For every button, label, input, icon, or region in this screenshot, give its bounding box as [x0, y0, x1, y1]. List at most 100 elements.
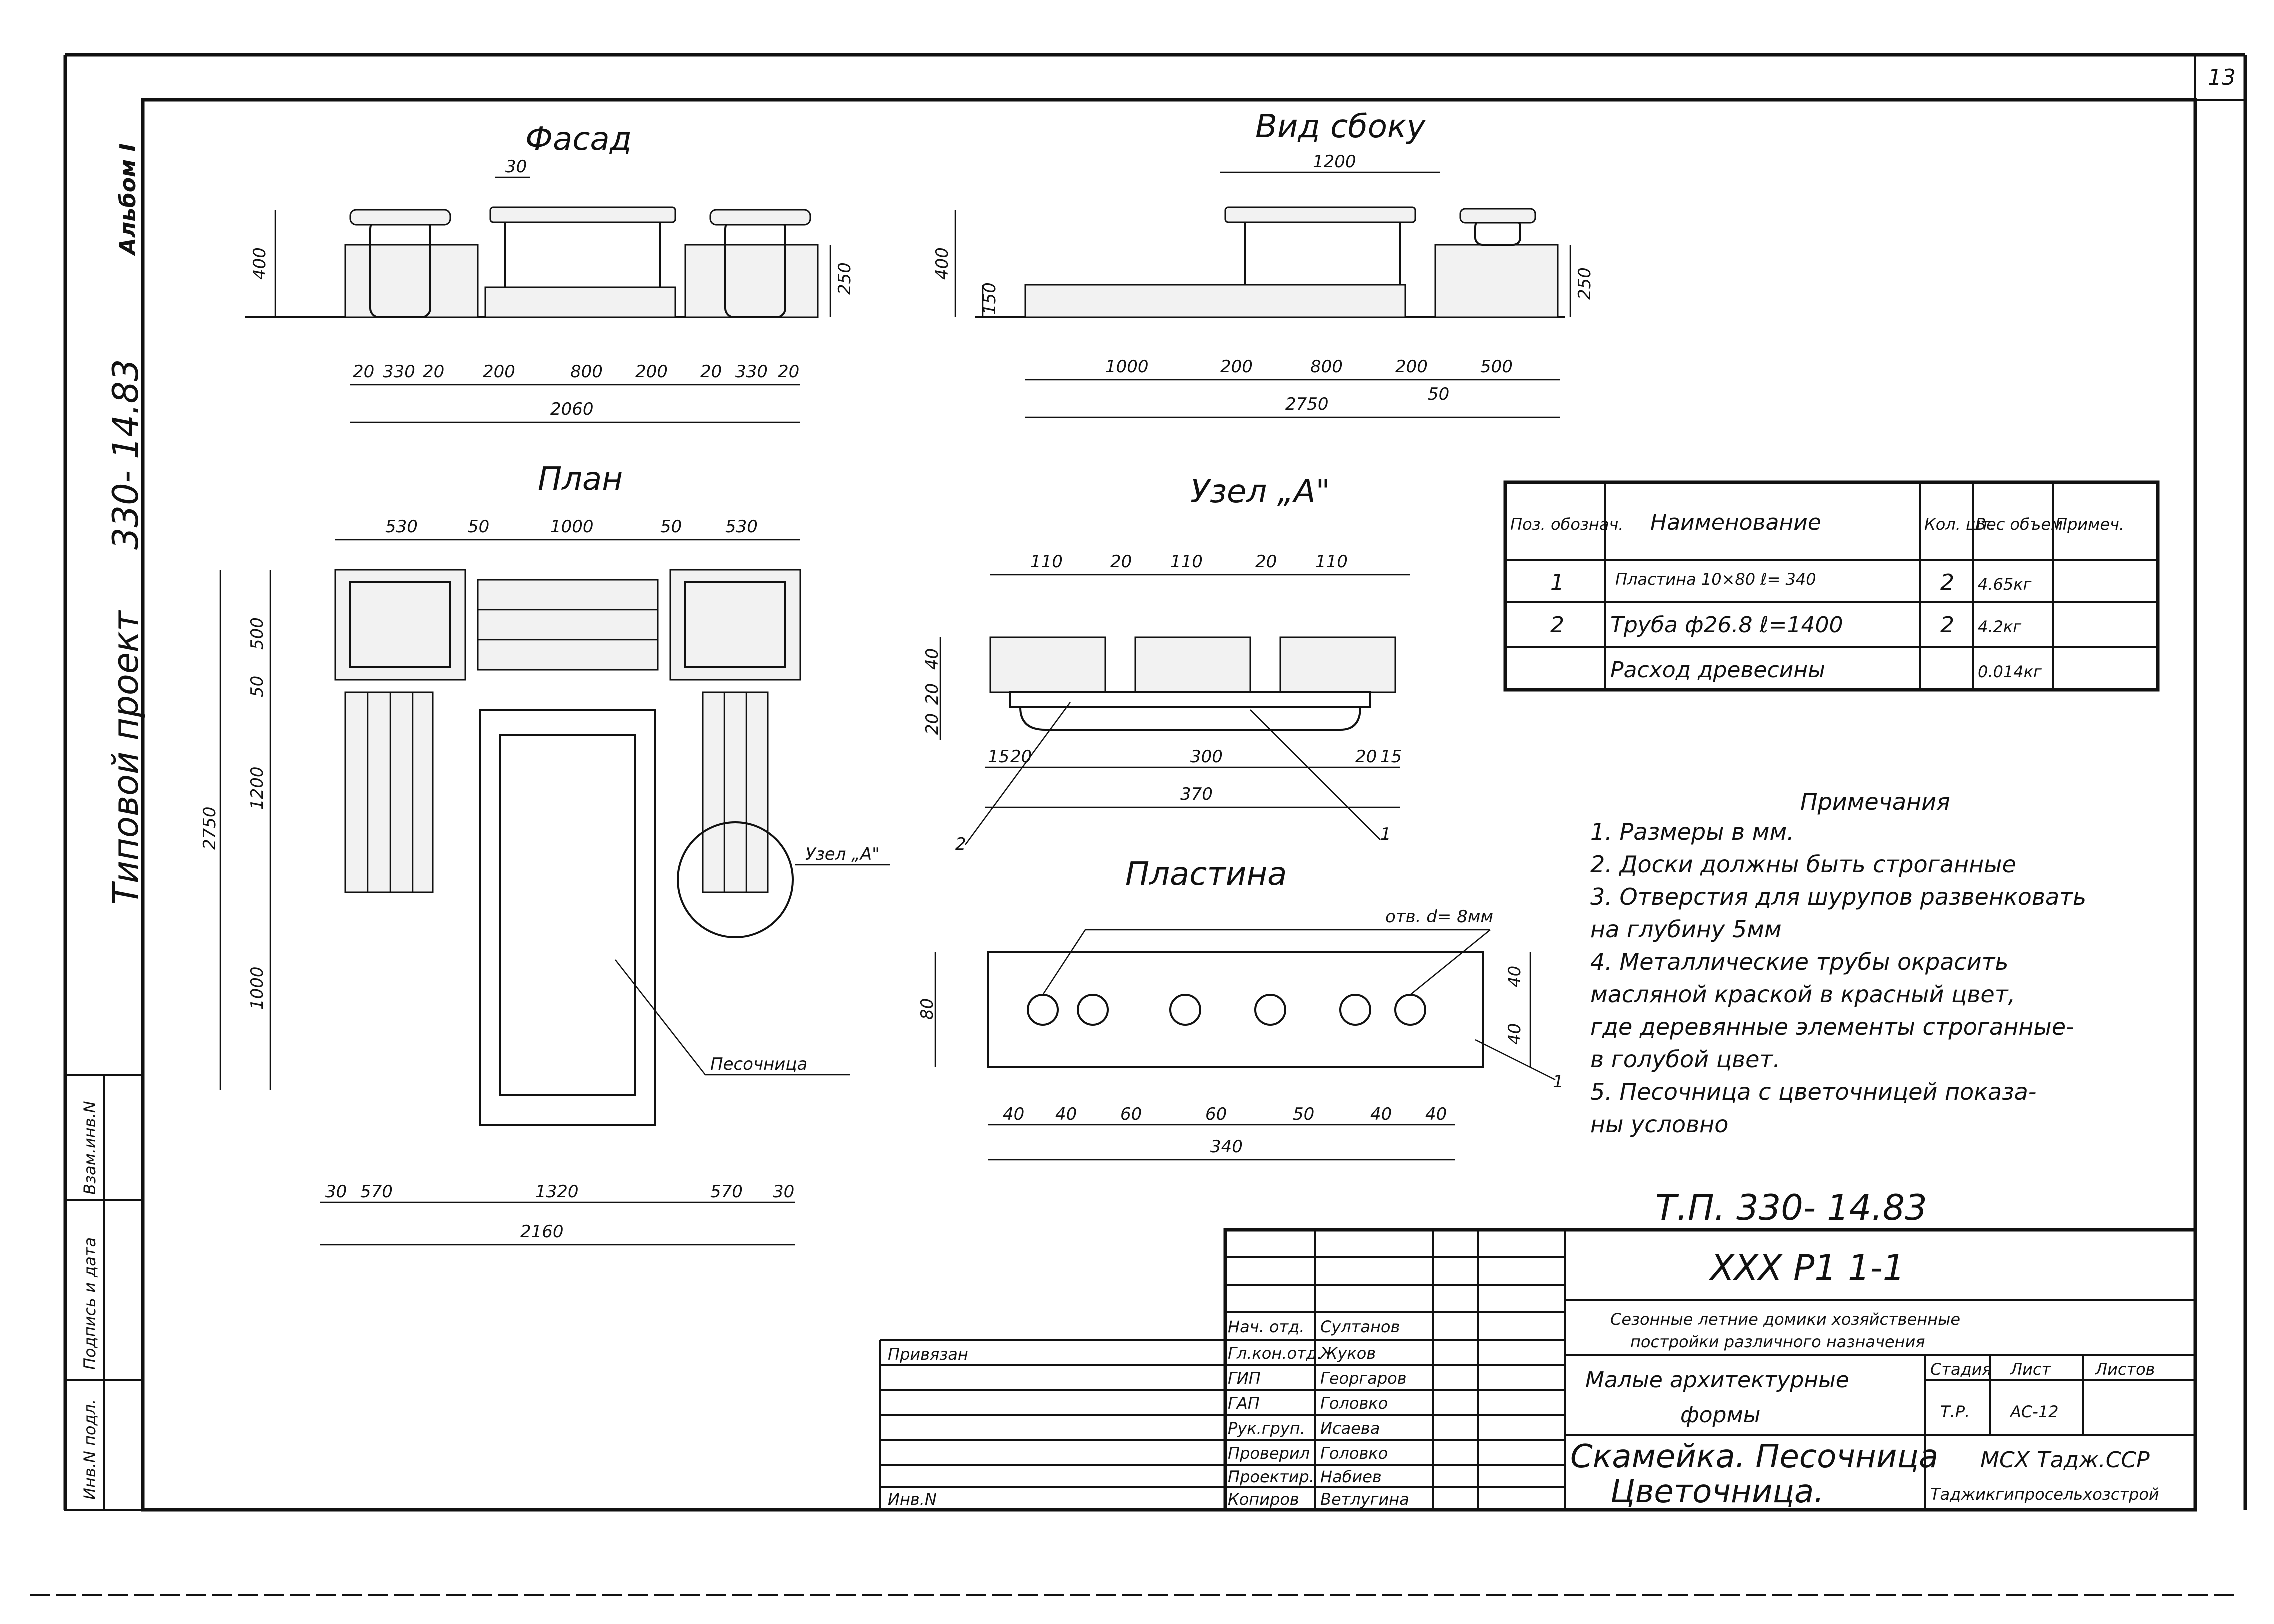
tb-staff-name: Георгаров: [1320, 1369, 1407, 1388]
plate-hole: [1339, 994, 1371, 1026]
tb-staff-role: Копиров: [1228, 1490, 1299, 1509]
tb-org-2: Таджикгипросельхозстрой: [1930, 1485, 2159, 1504]
tb-sheets-header: Листов: [2095, 1360, 2155, 1379]
tb-staff-role: Гл.кон.отд.: [1228, 1344, 1322, 1363]
note-line: на глубину 5мм: [1590, 916, 1782, 943]
dimension-label: 330: [735, 362, 768, 382]
tb-sheet-value: АС-12: [2009, 1402, 2059, 1422]
node-a-view: Узел „А" 110 20 110 20 110 40 20 20 15 2…: [922, 474, 1410, 854]
spec-header-weight: Вес объем: [1975, 515, 2063, 534]
dimension-label: 50: [247, 676, 267, 698]
notes-title: Примечания: [1800, 788, 1950, 816]
dimension-label: 200: [483, 362, 515, 382]
plate-holes-note: отв. d= 8мм: [1385, 907, 1493, 927]
node-a-total: 370: [1180, 784, 1213, 804]
dimension-label: 110: [1170, 552, 1203, 572]
dimension-label: 30: [325, 1182, 347, 1202]
plate-total: 340: [1210, 1137, 1243, 1157]
tb-section-1: Малые архитектурные: [1585, 1368, 1849, 1393]
note-line: в голубой цвет.: [1590, 1046, 1780, 1073]
dimension-label: 800: [570, 362, 603, 382]
dimension-label: 200: [1220, 357, 1253, 377]
side-title: Вид сбоку: [1255, 108, 1426, 146]
dimension-label: 50: [468, 517, 489, 537]
plate-view: Пластина отв. d= 8мм 80 40 40 1 40 40 60…: [917, 856, 1564, 1161]
plate-hole: [1254, 994, 1286, 1026]
dimension-label: 60: [1205, 1104, 1227, 1124]
plate-title: Пластина: [1125, 856, 1287, 893]
dimension-label: 500: [247, 618, 267, 650]
dimension-label: 40: [1003, 1104, 1024, 1124]
dimension-label: 20: [922, 714, 942, 735]
tb-staff-role: Рук.груп.: [1228, 1419, 1305, 1438]
tb-project-name-1: Сезонные летние домики хозяйственные: [1610, 1310, 1960, 1329]
tb-staff-name: Султанов: [1320, 1318, 1400, 1336]
tb-section-2: формы: [1680, 1402, 1760, 1428]
notes: Примечания 1. Размеры в мм. 2. Доски дол…: [1590, 788, 2086, 1138]
note-line: 1. Размеры в мм.: [1590, 818, 1794, 846]
plan-total-left: 2750: [200, 806, 220, 850]
side-dim-gap: 50: [1428, 384, 1449, 404]
dimension-label: 800: [1310, 357, 1343, 377]
dimension-label: 50: [1293, 1104, 1314, 1124]
stamp-replaced: Взам.инв.N: [80, 1101, 99, 1195]
side-dim-h-total: 400: [932, 248, 952, 280]
dimension-label: 40: [922, 648, 942, 670]
dimension-label: 330: [383, 362, 415, 382]
tb-staff-name: Исаева: [1320, 1419, 1380, 1438]
tb-stage-value: Т.Р.: [1940, 1402, 1970, 1422]
note-line: 5. Песочница с цветочницей показа-: [1590, 1078, 2036, 1106]
plate-hole: [1027, 994, 1059, 1026]
spec-cell: 2: [1940, 570, 1954, 596]
plan-title: План: [538, 461, 623, 498]
side-album-label: Альбом I: [115, 144, 141, 256]
dimension-label: 200: [1395, 357, 1428, 377]
dimension-label: 1200: [247, 766, 267, 810]
tb-project-name-2: постройки различного назначения: [1630, 1332, 1925, 1352]
side-labels: Альбом I 330- 14.83 Типовой проект Инв.N…: [64, 144, 146, 1511]
tb-stage-header: Стадия: [1930, 1360, 1992, 1379]
side-dim-top: 1200: [1313, 152, 1356, 172]
dimension-label: 40: [1055, 1104, 1077, 1124]
facade-title: Фасад: [525, 121, 632, 158]
dimension-label: 300: [1190, 747, 1223, 767]
tb-staff-role: Проектир.: [1228, 1468, 1314, 1486]
tb-org-1: МСХ Тадж.ССР: [1980, 1448, 2150, 1473]
node-a-callout-2: 2: [955, 834, 966, 854]
tb-drawing-2: Цветочница.: [1610, 1474, 1824, 1510]
spec-cell: Расход древесины: [1610, 658, 1825, 683]
plan-node-label: Узел „А": [805, 844, 880, 864]
dimension-label: 200: [635, 362, 668, 382]
facade-dim-h-box: 250: [835, 262, 855, 295]
tb-staff-role: ГАП: [1228, 1394, 1260, 1413]
side-project-label: Типовой проект: [105, 610, 146, 905]
plate-callout: 1: [1553, 1072, 1564, 1092]
dimension-label: 20: [1255, 552, 1277, 572]
spec-table: Поз. обознач. Наименование Кол. шт. Вес …: [1503, 480, 2160, 692]
side-view: Вид сбоку 1200 400 150 250 1000 200 800 …: [932, 108, 1595, 418]
note-line: масляной краской в красный цвет,: [1590, 981, 2015, 1008]
node-a-callout-1: 1: [1380, 824, 1391, 844]
dimension-label: 1000: [550, 517, 594, 537]
side-dim-h-box: 250: [1575, 268, 1595, 300]
stamp-sign: Подпись и дата: [80, 1238, 99, 1370]
plan-sandbox-label: Песочница: [710, 1054, 807, 1074]
facade-dim-top: 30: [505, 157, 527, 177]
note-line: 4. Металлические трубы окрасить: [1590, 948, 2009, 976]
tb-privyazan: Привязан: [888, 1345, 968, 1364]
dimension-label: 20: [778, 362, 799, 382]
facade-total: 2060: [550, 400, 594, 420]
spec-header-qty: Кол. шт.: [1924, 515, 1995, 534]
facade-view: Фасад 400 250 30 20 330 20 200 800 200 2…: [245, 121, 855, 424]
dimension-label: 15: [1380, 747, 1402, 767]
spec-cell: Пластина 10×80 ℓ= 340: [1615, 570, 1816, 589]
tb-drawing-1: Скамейка. Песочница: [1570, 1438, 1938, 1476]
side-code-label: 330- 14.83: [105, 359, 146, 550]
dimension-label: 20: [922, 684, 942, 705]
dimension-label: 110: [1030, 552, 1063, 572]
dimension-label: 40: [1370, 1104, 1392, 1124]
dimension-label: 30: [773, 1182, 794, 1202]
side-dim-h-seat: 150: [980, 282, 1000, 315]
dimension-label: 60: [1120, 1104, 1142, 1124]
